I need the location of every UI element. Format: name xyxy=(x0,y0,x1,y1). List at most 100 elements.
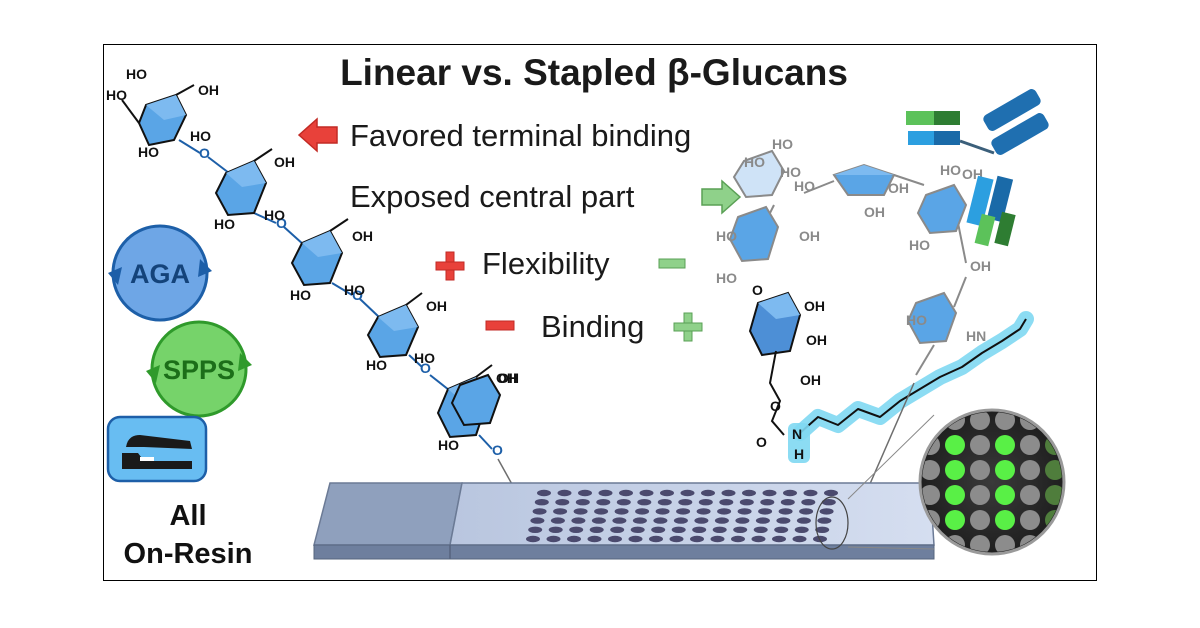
array-spot xyxy=(669,535,684,543)
array-spot xyxy=(678,499,693,506)
macrocycle-hydroxyls: HO HO HO HO OH OH HO OH HO HO OH HO OH H… xyxy=(716,136,991,344)
array-spot xyxy=(655,508,670,515)
array-spot xyxy=(714,517,729,524)
glucose-ring-1 xyxy=(121,84,195,147)
array-spot xyxy=(680,489,695,497)
array-spot xyxy=(783,489,797,497)
array-spot xyxy=(821,499,836,506)
background-spot xyxy=(1020,460,1040,480)
fluorescent-spot xyxy=(945,435,965,455)
array-spot xyxy=(803,489,818,497)
array-spot xyxy=(630,526,645,533)
cycle-arrow-icon xyxy=(238,353,252,371)
array-spot xyxy=(824,489,838,497)
array-spot xyxy=(639,489,654,497)
svg-text:HO: HO xyxy=(214,216,235,232)
array-spot xyxy=(731,535,745,543)
array-spot xyxy=(537,489,551,497)
background-spot xyxy=(1020,435,1040,455)
svg-text:HO: HO xyxy=(290,287,311,303)
svg-text:HO: HO xyxy=(190,128,211,144)
plus-green-icon xyxy=(673,312,703,342)
array-spot xyxy=(614,508,629,515)
background-spot xyxy=(970,485,990,505)
background-spot xyxy=(995,412,1015,430)
array-spot xyxy=(762,489,777,497)
svg-text:HO: HO xyxy=(138,144,159,160)
svg-text:HO: HO xyxy=(344,282,365,298)
background-spot xyxy=(922,485,940,505)
svg-text:OH: OH xyxy=(806,332,827,348)
array-spot xyxy=(698,499,713,506)
array-spot xyxy=(612,517,627,524)
arrow-left-red-icon xyxy=(297,117,338,153)
array-spot xyxy=(776,517,791,524)
array-spot xyxy=(596,499,611,506)
macrocycle-ring-left xyxy=(728,205,780,263)
svg-text:AGA: AGA xyxy=(130,259,190,289)
background-spot xyxy=(1020,485,1040,505)
array-spot xyxy=(737,508,752,515)
svg-text:H: H xyxy=(794,446,804,462)
background-spot xyxy=(970,435,990,455)
background-spot xyxy=(1045,412,1062,430)
svg-text:OH: OH xyxy=(496,370,517,386)
antibody-icon xyxy=(906,89,1049,247)
array-spot xyxy=(690,535,704,543)
fluorescent-spot xyxy=(995,435,1015,455)
array-spot xyxy=(796,517,811,524)
array-spot xyxy=(717,508,732,515)
array-spot xyxy=(817,517,832,524)
svg-text:O: O xyxy=(492,442,503,458)
svg-text:HO: HO xyxy=(772,136,793,152)
glucose-ring-4 xyxy=(366,292,423,359)
array-spot xyxy=(637,499,652,506)
hydroxyl-labels: HO HO OH HO HO OH HO HO OH HO HO OH HO H… xyxy=(106,66,519,453)
linear-glucan-chain: O O O O O HO HO OH HO HO OH HO HO OH HO … xyxy=(106,66,519,496)
array-spot xyxy=(780,499,795,506)
array-spot xyxy=(608,535,622,543)
array-spot xyxy=(528,526,543,533)
background-spot xyxy=(970,510,990,530)
svg-text:OH: OH xyxy=(352,228,373,244)
array-spot xyxy=(553,508,568,515)
background-spot xyxy=(970,412,990,430)
array-spot xyxy=(815,526,830,533)
microarray-slide xyxy=(313,414,935,560)
array-spot xyxy=(575,499,590,506)
array-spot xyxy=(653,517,668,524)
graphical-abstract: Linear vs. Stapled β-Glucans xyxy=(106,52,1066,570)
svg-text:HO: HO xyxy=(106,87,127,103)
cycle-arrow-icon xyxy=(198,259,212,277)
glucose-ring-2 xyxy=(214,148,273,217)
array-spot xyxy=(530,517,545,524)
background-spot xyxy=(970,460,990,480)
svg-text:OH: OH xyxy=(864,204,885,220)
fluorescent-spot xyxy=(995,460,1015,480)
background-spot xyxy=(1020,510,1040,530)
array-spot xyxy=(710,535,725,543)
svg-text:OH: OH xyxy=(426,298,447,314)
array-spot xyxy=(819,508,834,515)
array-spot xyxy=(651,526,666,533)
array-spot xyxy=(673,517,688,524)
array-spot xyxy=(694,517,709,524)
minus-green-icon xyxy=(658,258,686,269)
svg-text:O: O xyxy=(770,398,781,414)
svg-text:OH: OH xyxy=(888,180,909,196)
array-spot xyxy=(774,526,789,533)
page-title: Linear vs. Stapled β-Glucans xyxy=(340,52,848,93)
svg-text:SPPS: SPPS xyxy=(163,355,235,385)
synthesis-workflow: AGA SPPS All On-Resin xyxy=(106,224,252,570)
array-spot xyxy=(534,499,549,506)
macrocycle-ring-lower-right xyxy=(906,291,958,345)
svg-text:OH: OH xyxy=(800,372,821,388)
array-spot xyxy=(701,489,715,497)
background-spot xyxy=(1045,535,1062,552)
fluorescent-spot xyxy=(945,510,965,530)
svg-text:HO: HO xyxy=(414,350,435,366)
glucose-ring-3 xyxy=(290,218,349,287)
array-spot xyxy=(591,517,606,524)
arrow-right-green-icon xyxy=(701,179,742,215)
array-spot xyxy=(578,489,592,497)
